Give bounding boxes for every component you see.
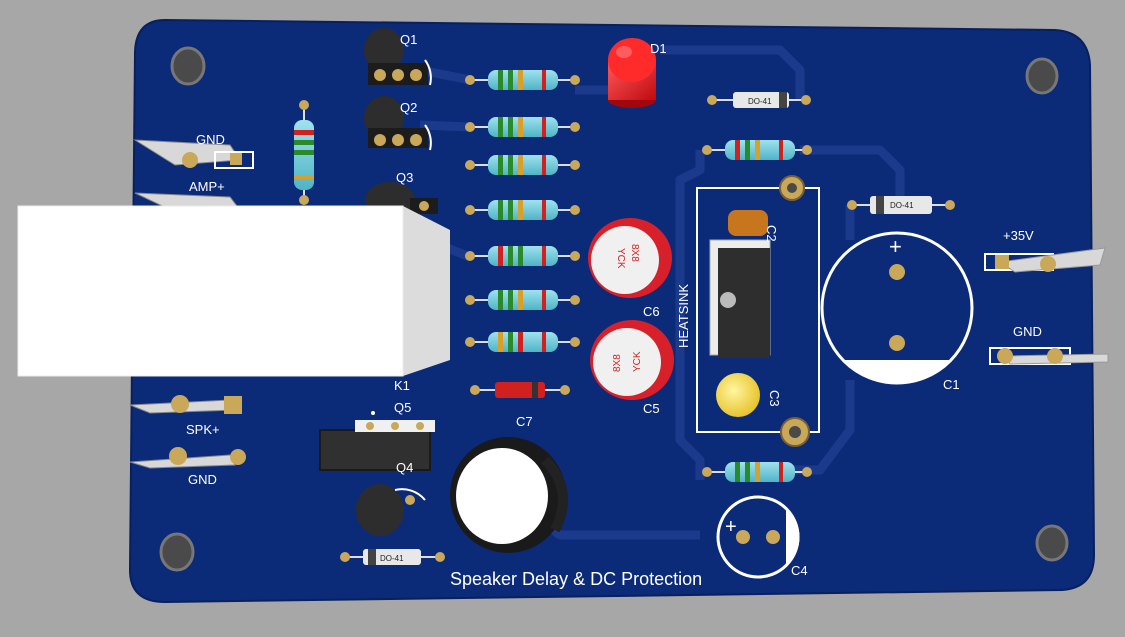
label-c3: C3 <box>767 390 782 407</box>
label-plus35v: +35V <box>1003 228 1034 243</box>
label-c7: C7 <box>516 414 533 429</box>
capacitor-c1 <box>820 231 974 385</box>
capacitor-c4 <box>716 495 800 579</box>
diode-red <box>470 382 570 398</box>
capacitor-c6-value: 8X8 <box>629 244 640 262</box>
label-c5: C5 <box>643 401 660 416</box>
board-title: Speaker Delay & DC Protection <box>450 569 702 589</box>
label-c6: C6 <box>643 304 660 319</box>
heatsink-area <box>696 175 820 447</box>
label-gnd-top: GND <box>196 132 225 147</box>
label-q1: Q1 <box>400 32 417 47</box>
label-q2: Q2 <box>400 100 417 115</box>
connector-gnd-bottom <box>129 447 246 469</box>
connector-gnd-right <box>989 347 1109 365</box>
diode-top-marking: DO-41 <box>748 97 772 106</box>
relay-k1 <box>17 205 450 377</box>
label-q3: Q3 <box>396 170 413 185</box>
label-spk-plus: SPK+ <box>186 422 220 437</box>
label-q5: Q5 <box>394 400 411 415</box>
capacitor-c6-brand: YCK <box>615 248 626 269</box>
transistor-q5 <box>319 411 435 471</box>
label-gnd-right: GND <box>1013 324 1042 339</box>
label-c4-plus: + <box>725 516 737 538</box>
connector-spk-plus <box>129 395 242 414</box>
label-c4: C4 <box>791 563 808 578</box>
capacitor-c5: 8X8 YCK <box>590 320 674 400</box>
copper-traces <box>419 45 905 540</box>
label-c1-plus: + <box>889 234 902 259</box>
label-c1: C1 <box>943 377 960 392</box>
label-amp-plus: AMP+ <box>189 179 225 194</box>
capacitor-c5-value: 8X8 <box>612 354 623 372</box>
transistor-q4 <box>356 484 426 536</box>
label-heatsink: HEATSINK <box>676 284 691 348</box>
connector-plus35v <box>984 247 1106 273</box>
diode-right: DO-41 <box>847 196 955 214</box>
connector-gnd-top <box>133 139 254 169</box>
transistor-q2 <box>364 96 432 151</box>
label-q4: Q4 <box>396 460 413 475</box>
capacitor-c6: YCK 8X8 <box>588 218 672 298</box>
led-d1 <box>608 38 656 108</box>
resistor-array <box>294 70 812 482</box>
mounting-holes <box>159 46 1069 572</box>
diode-bottom: DO-41 <box>340 549 445 565</box>
diode-top: DO-41 <box>707 92 811 108</box>
diode-right-marking: DO-41 <box>890 201 914 210</box>
capacitor-c7 <box>450 437 568 553</box>
transistor-q1 <box>364 28 432 86</box>
label-d1: D1 <box>650 41 667 56</box>
label-k1: K1 <box>394 378 410 393</box>
diode-bottom-marking: DO-41 <box>380 554 404 563</box>
capacitor-c5-brand: YCK <box>632 351 643 372</box>
label-gnd-bottom: GND <box>188 472 217 487</box>
label-c2: C2 <box>764 225 779 242</box>
